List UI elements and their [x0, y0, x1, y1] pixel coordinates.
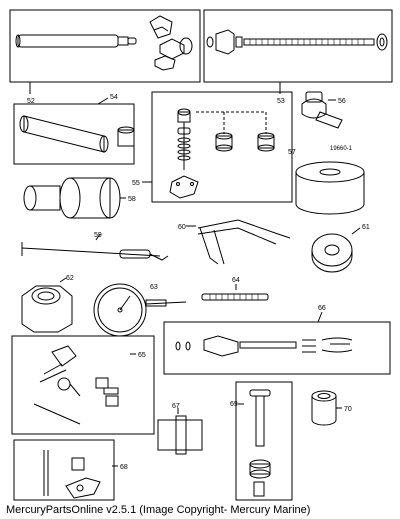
part-54-group: 54	[13, 94, 135, 165]
part-65-group: 65	[11, 335, 155, 435]
part-53-box	[203, 9, 393, 83]
part-number-56: 19660-1	[330, 146, 353, 152]
callout-68: 68	[120, 464, 128, 471]
part-55-box	[151, 91, 293, 203]
part-69-box	[235, 381, 293, 501]
part-65-box	[11, 335, 155, 435]
part-69-group: 69	[230, 381, 293, 501]
callout-69: 69	[230, 401, 238, 408]
callout-53: 53	[277, 98, 285, 105]
callout-61: 61	[362, 224, 370, 231]
callout-70: 70	[344, 406, 352, 413]
callout-57: 57	[288, 149, 296, 156]
part-59-group: 59	[21, 232, 169, 261]
part-66-drawing	[175, 335, 353, 357]
callout-65: 65	[138, 352, 146, 359]
callout-66: 66	[318, 305, 326, 312]
part-68-group: 68	[13, 439, 128, 501]
part-66-box	[163, 321, 391, 375]
part-52-group: 52	[9, 9, 201, 105]
callout-52: 52	[27, 98, 35, 105]
part-69-drawing	[249, 389, 271, 497]
callout-64: 64	[232, 277, 240, 284]
part-53-group: 53	[203, 9, 393, 105]
part-70-group: 70	[311, 390, 352, 426]
part-56-group: 19660-1 56	[301, 91, 353, 152]
callout-55: 55	[132, 180, 140, 187]
part-55-group: 55	[132, 91, 293, 203]
copyright-footer: MercuryPartsOnline v2.5.1 (Image Copyrig…	[6, 504, 311, 516]
callout-67: 67	[172, 403, 180, 410]
part-52-drawing	[15, 15, 193, 71]
part-65-drawing	[33, 345, 119, 425]
part-62-group: 62	[21, 275, 74, 333]
part-55-drawing	[169, 108, 275, 199]
part-60-group: 60	[178, 219, 291, 265]
callout-56: 56	[338, 98, 346, 105]
callout-59: 59	[94, 232, 102, 239]
part-68-box	[13, 439, 115, 501]
part-52-box	[9, 9, 201, 83]
part-61-group: 61	[311, 224, 370, 273]
callout-60: 60	[178, 224, 186, 231]
callout-63: 63	[150, 284, 158, 291]
part-66-group: 66	[163, 305, 391, 375]
part-67-group: 67	[157, 403, 203, 455]
part-63-group: 63	[93, 283, 187, 337]
part-68-drawing	[43, 450, 101, 499]
part-57-group: 57	[288, 149, 365, 215]
callout-58: 58	[128, 196, 136, 203]
part-53-drawing	[206, 29, 388, 55]
callout-62: 62	[66, 275, 74, 282]
part-64-group: 64	[201, 277, 269, 301]
callout-54: 54	[110, 94, 118, 101]
part-58-group: 58	[23, 177, 136, 219]
